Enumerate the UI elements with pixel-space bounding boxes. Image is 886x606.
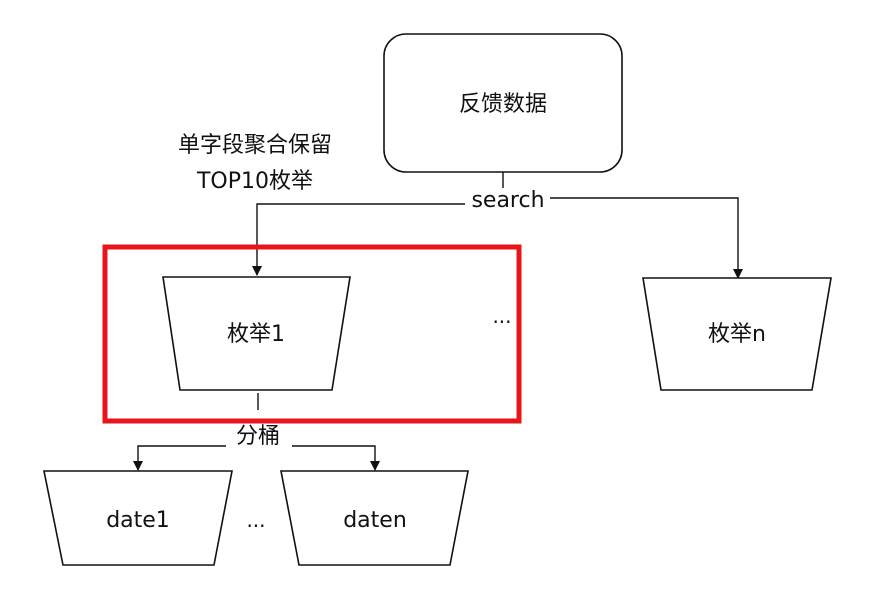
bucket-arrow-left xyxy=(133,445,226,471)
search-arrow-right xyxy=(550,197,743,279)
date-node-1[interactable]: date1 xyxy=(43,470,233,566)
source-node-label: 反馈数据 xyxy=(459,92,547,117)
bucket-edge-label: 分桶 xyxy=(236,424,280,449)
enum-node-1[interactable]: 枚举1 xyxy=(162,276,351,391)
enum-ellipsis: ... xyxy=(492,304,511,328)
bucket-connector xyxy=(133,393,380,471)
enum-node-1-label: 枚举1 xyxy=(227,322,285,347)
bucket-arrow-right xyxy=(292,445,380,471)
enum-node-n-label: 枚举n xyxy=(708,322,766,347)
date-node-1-label: date1 xyxy=(106,508,170,533)
highlight-box xyxy=(102,244,522,424)
note-line-1: 单字段聚合保留 xyxy=(178,133,332,158)
search-edge-label: search xyxy=(471,188,544,213)
date-ellipsis: ... xyxy=(246,508,265,532)
date-node-n-label: daten xyxy=(343,508,407,533)
date-node-n[interactable]: daten xyxy=(280,470,469,566)
enum-node-n[interactable]: 枚举n xyxy=(642,277,832,391)
source-node[interactable]: 反馈数据 xyxy=(383,33,623,173)
note-line-2: TOP10枚举 xyxy=(196,169,313,194)
search-arrow-left xyxy=(252,203,465,276)
search-connector xyxy=(252,172,743,279)
